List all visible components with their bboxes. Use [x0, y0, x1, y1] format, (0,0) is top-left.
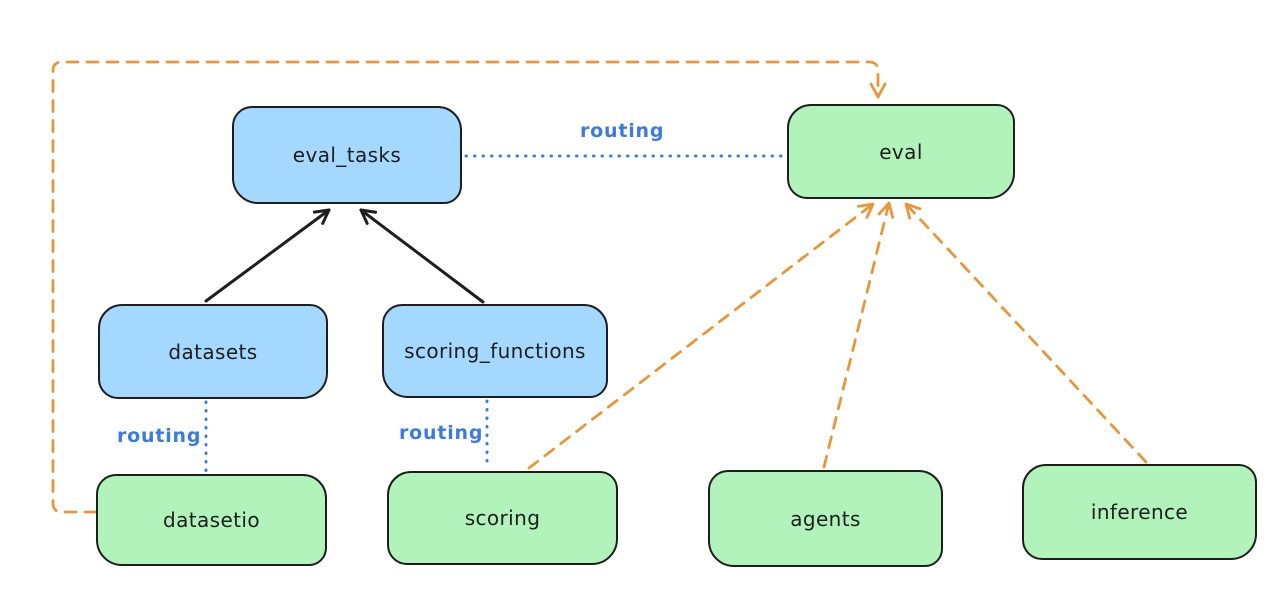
edge-scoring-functions-to-eval-tasks	[359, 208, 485, 304]
edge-scoring-to-eval	[527, 202, 875, 470]
node-scoring-label: scoring	[464, 506, 541, 530]
edge-inference-to-eval	[904, 202, 1148, 464]
node-scoring-functions-label: scoring_functions	[404, 339, 586, 363]
node-agents-label: agents	[790, 506, 861, 531]
node-eval-tasks: eval_tasks	[232, 106, 462, 204]
node-datasets: datasets	[98, 304, 328, 399]
node-agents: agents	[708, 470, 943, 567]
edge-label-routing-eval-tasks-eval: routing	[580, 120, 665, 142]
node-scoring-functions: scoring_functions	[382, 304, 608, 398]
node-inference: inference	[1022, 464, 1257, 560]
edge-datasetio-to-eval-loop	[51, 60, 887, 514]
node-scoring: scoring	[387, 471, 618, 565]
node-datasets-label: datasets	[168, 339, 258, 364]
node-datasetio: datasetio	[96, 474, 327, 566]
node-inference-label: inference	[1090, 500, 1189, 524]
edge-label-routing-datasets-datasetio: routing	[117, 425, 202, 447]
edge-datasets-to-eval-tasks	[204, 208, 331, 303]
edge-agents-to-eval	[822, 201, 895, 469]
node-datasetio-label: datasetio	[162, 508, 260, 532]
node-eval: eval	[787, 104, 1015, 199]
node-eval-tasks-label: eval_tasks	[292, 143, 402, 167]
node-eval-label: eval	[879, 139, 923, 164]
edge-label-routing-scoring-functions-scoring: routing	[399, 422, 484, 444]
